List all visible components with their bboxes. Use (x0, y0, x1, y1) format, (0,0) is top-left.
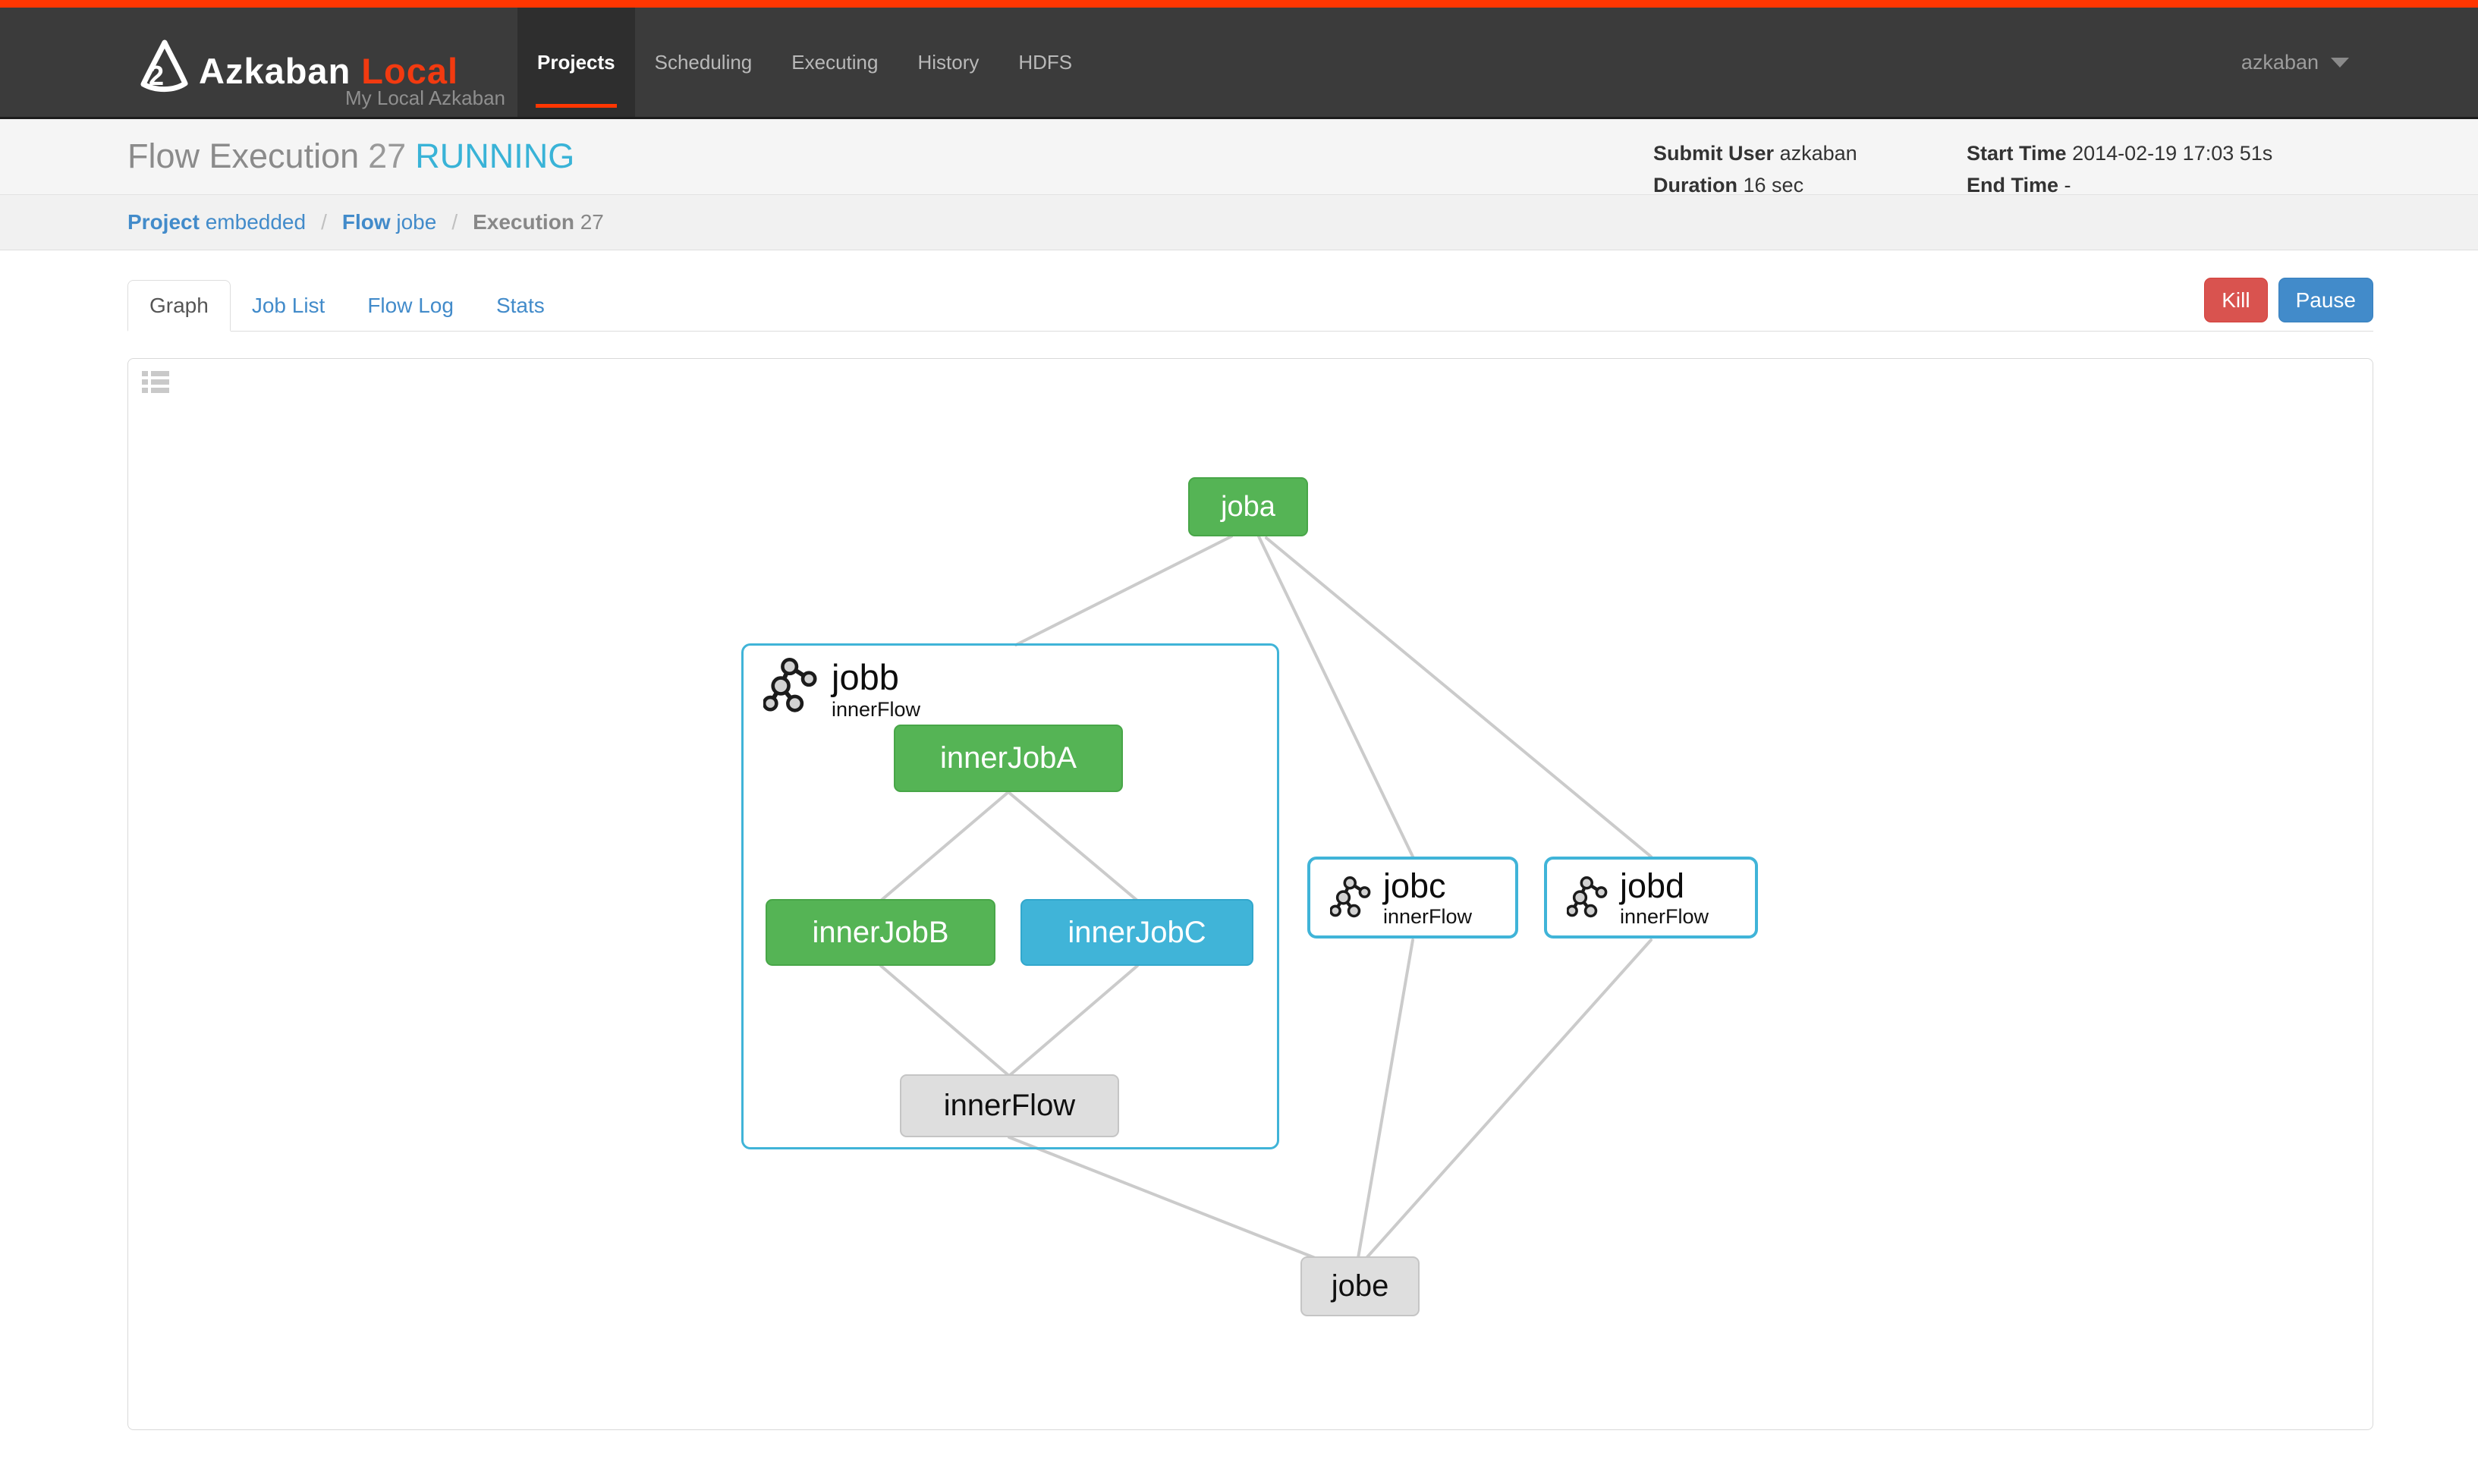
user-menu[interactable]: azkaban (2241, 8, 2349, 117)
end-time-detail: End Time - (1967, 174, 2071, 197)
breadcrumb-flow-value: jobe (396, 210, 437, 234)
chevron-down-icon (2331, 57, 2349, 68)
tab-stats[interactable]: Stats (495, 293, 545, 317)
nav-item-hdfs[interactable]: HDFS (1018, 50, 1073, 74)
execution-id: 27 (368, 137, 407, 175)
embedded-flow-jobb-header[interactable]: jobb innerFlow (763, 658, 920, 722)
tab-flow-log[interactable]: Flow Log (367, 293, 454, 317)
flow-actions: Kill Pause (2204, 278, 2373, 322)
flow-node-title: jobc (1383, 866, 1446, 905)
submit-user-value: azkaban (1779, 142, 1857, 165)
user-name: azkaban (2241, 50, 2319, 74)
flow-node-title: jobb (832, 657, 899, 697)
breadcrumb-project[interactable]: Project embedded (127, 210, 306, 234)
nav-item-executing[interactable]: Executing (791, 50, 879, 74)
start-time-value: 2014-02-19 17:03 51s (2072, 142, 2273, 165)
nav-item-history[interactable]: History (917, 50, 980, 74)
breadcrumb-separator: / (321, 210, 327, 234)
breadcrumb: Project embedded / Flow jobe / Execution… (0, 194, 2478, 250)
kill-button[interactable]: Kill (2204, 278, 2268, 322)
tabs-row: Graph Job List Flow Log Stats Kill Pause (127, 278, 2373, 332)
end-time-value: - (2064, 174, 2071, 197)
flow-node-title: jobd (1620, 866, 1685, 905)
breadcrumb-execution: Execution 27 (473, 210, 604, 234)
start-time-label: Start Time (1967, 142, 2067, 165)
job-list-toggle-icon[interactable] (142, 371, 169, 397)
breadcrumb-execution-value: 27 (580, 210, 604, 234)
duration-value: 16 sec (1743, 174, 1804, 197)
embedded-flow-jobb[interactable]: jobb innerFlow (741, 643, 1279, 1149)
svg-text:2: 2 (149, 60, 164, 91)
top-accent-bar (0, 0, 2478, 8)
pause-button[interactable]: Pause (2278, 278, 2373, 322)
breadcrumb-execution-label: Execution (473, 210, 574, 234)
end-time-label: End Time (1967, 174, 2059, 197)
submit-user-label: Submit User (1653, 142, 1775, 165)
flow-node-subtitle: innerFlow (1383, 905, 1473, 928)
flow-node-subtitle: innerFlow (832, 698, 921, 721)
job-node-jobe[interactable]: jobe (1300, 1256, 1420, 1316)
azkaban-logo-icon[interactable]: 2 (139, 38, 189, 98)
view-tabs: Graph Job List Flow Log Stats (127, 280, 2373, 332)
breadcrumb-project-label: Project (127, 210, 200, 234)
flow-tree-icon (763, 658, 817, 712)
embedded-flow-jobd[interactable]: jobd innerFlow (1544, 857, 1758, 939)
submit-user-detail: Submit User azkaban (1653, 142, 1857, 165)
flow-tree-icon (1330, 876, 1371, 918)
breadcrumb-project-value: embedded (205, 210, 307, 234)
embedded-flow-jobc[interactable]: jobc innerFlow (1307, 857, 1518, 939)
tab-graph[interactable]: Graph (127, 280, 231, 332)
nav-item-projects[interactable]: Projects (517, 8, 635, 117)
job-node-innerJobB[interactable]: innerJobB (766, 899, 995, 966)
breadcrumb-flow[interactable]: Flow jobe (342, 210, 436, 234)
job-node-joba[interactable]: joba (1188, 477, 1308, 536)
job-node-innerJobA[interactable]: innerJobA (894, 725, 1123, 792)
start-time-detail: Start Time 2014-02-19 17:03 51s (1967, 142, 2272, 165)
job-node-innerJobC[interactable]: innerJobC (1020, 899, 1253, 966)
main-nav: Projects Scheduling Executing History HD… (517, 8, 1092, 117)
tab-job-list[interactable]: Job List (251, 293, 325, 317)
brand-name: Azkaban (199, 51, 351, 91)
breadcrumb-separator: / (451, 210, 458, 234)
brand-suffix: Local (361, 51, 459, 91)
duration-detail: Duration 16 sec (1653, 174, 1803, 197)
flow-node-subtitle: innerFlow (1620, 905, 1709, 928)
flow-tree-icon (1567, 876, 1608, 918)
nav-item-scheduling[interactable]: Scheduling (654, 50, 753, 74)
flow-edges (879, 535, 1653, 1263)
brand-subtitle: My Local Azkaban (345, 86, 506, 109)
flow-graph-panel: jobb innerFlow joba innerJobA innerJobB … (127, 358, 2373, 1430)
breadcrumb-flow-label: Flow (341, 210, 391, 234)
job-node-innerFlow[interactable]: innerFlow (900, 1074, 1119, 1137)
status-badge: RUNNING (415, 137, 575, 175)
page-title-text: Flow Execution (127, 137, 360, 175)
duration-label: Duration (1653, 174, 1737, 197)
